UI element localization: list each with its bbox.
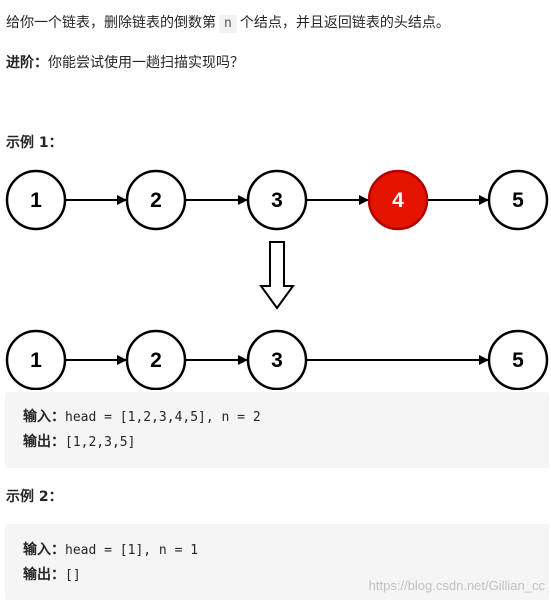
linked-list-diagram: 1 2 3 4 5 1 2 3 5 (5, 169, 549, 390)
node-value: 1 (30, 189, 42, 212)
node-value: 5 (512, 349, 524, 372)
output-label: 输出： (23, 567, 65, 583)
original-list: 1 2 3 4 5 (5, 169, 549, 231)
problem-text-after: 个结点，并且返回链表的头结点。 (239, 15, 450, 31)
node-value: 3 (271, 349, 283, 372)
example-2-code-block: 输入：head = [1], n = 1 输出：[] (5, 524, 549, 600)
down-arrow-icon (259, 241, 295, 310)
node-circle (487, 169, 549, 231)
node-value: 2 (150, 349, 162, 372)
followup-line: 进阶：你能尝试使用一趟扫描实现吗？ (6, 53, 244, 73)
node-circle (5, 329, 67, 390)
list-node: 2 (125, 169, 187, 231)
input-value: head = [1,2,3,4,5], n = 2 (65, 410, 261, 425)
node-value: 3 (271, 189, 283, 212)
node-circle (5, 169, 67, 231)
list-node: 3 (246, 169, 308, 231)
node-circle (487, 329, 549, 390)
list-node: 1 (5, 329, 67, 390)
input-label: 输入： (23, 409, 65, 425)
node-value: 2 (150, 189, 162, 212)
output-label: 输出： (23, 434, 65, 450)
inline-code-n: n (219, 15, 237, 33)
node-circle (246, 169, 308, 231)
watermark: https://blog.csdn.net/Gillian_cc (368, 578, 545, 593)
followup-text: 你能尝试使用一趟扫描实现吗？ (48, 55, 244, 71)
result-list: 1 2 3 5 (5, 329, 549, 390)
node-circle (246, 329, 308, 390)
list-node: 3 (246, 329, 308, 390)
output-value: [] (65, 568, 81, 583)
example-1-heading: 示例 1： (6, 135, 63, 151)
example-2-output-line: 输出：[] (23, 563, 531, 588)
list-node: 5 (487, 329, 549, 390)
output-value: [1,2,3,5] (65, 435, 136, 450)
input-label: 输入： (23, 542, 65, 558)
node-value: 5 (512, 189, 524, 212)
list-node-removed: 4 (367, 169, 429, 231)
followup-label: 进阶： (6, 55, 48, 71)
list-node: 1 (5, 169, 67, 231)
example-1-output-line: 输出：[1,2,3,5] (23, 430, 531, 455)
example-2-heading: 示例 2： (6, 489, 63, 505)
example-2-input-line: 输入：head = [1], n = 1 (23, 538, 531, 563)
node-circle (125, 329, 187, 390)
input-value: head = [1], n = 1 (65, 543, 199, 558)
node-circle (367, 169, 429, 231)
node-value: 1 (30, 349, 42, 372)
list-node: 2 (125, 329, 187, 390)
node-circle (125, 169, 187, 231)
node-value: 4 (392, 189, 404, 212)
example-1-input-line: 输入：head = [1,2,3,4,5], n = 2 (23, 405, 531, 430)
example-1-code-block: 输入：head = [1,2,3,4,5], n = 2 输出：[1,2,3,5… (5, 392, 549, 468)
list-node: 5 (487, 169, 549, 231)
problem-text-before: 给你一个链表，删除链表的倒数第 (6, 15, 216, 31)
